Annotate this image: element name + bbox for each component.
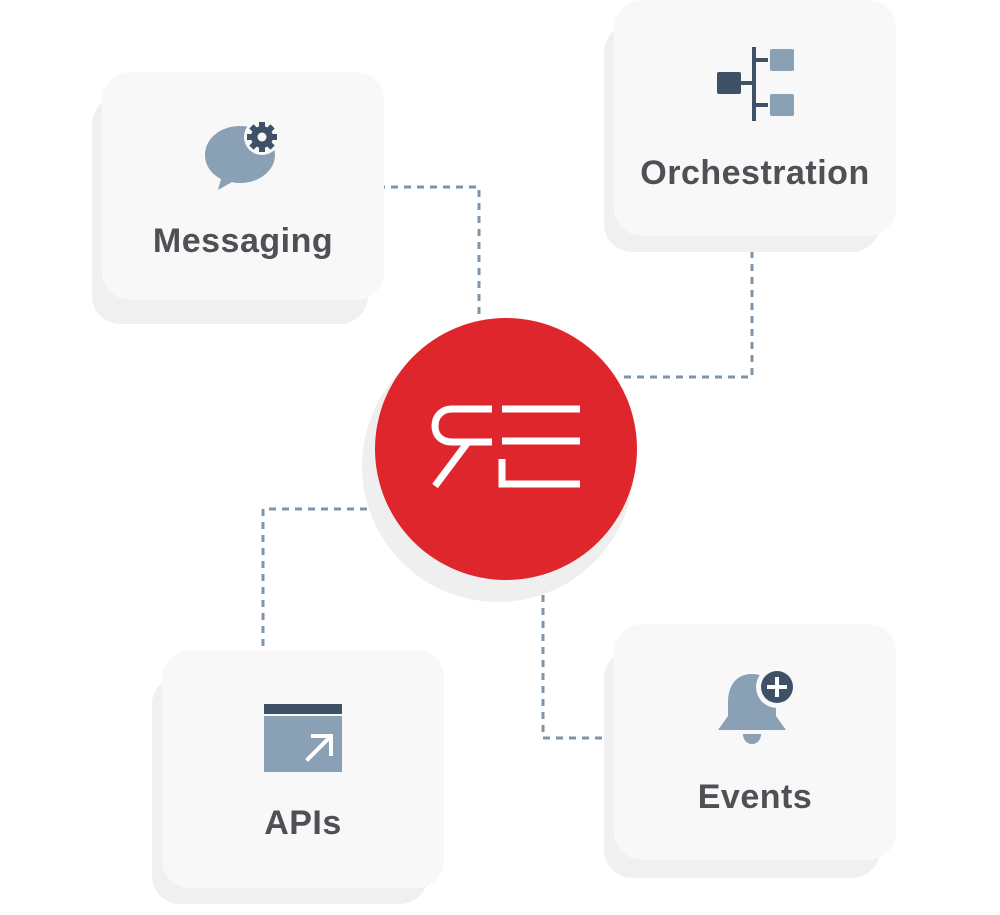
messaging-label: Messaging <box>152 222 334 260</box>
hierarchy-tree-icon <box>717 47 794 121</box>
messaging-card: Messaging <box>92 72 384 324</box>
hub <box>360 318 638 602</box>
apis-label: APIs <box>264 804 342 842</box>
connector-apis <box>261 507 380 650</box>
connector-events <box>541 582 612 740</box>
window-arrow-icon <box>264 704 342 772</box>
re-logo-icon <box>431 405 580 489</box>
apis-card: APIs <box>152 650 444 905</box>
chat-gear-icon <box>205 120 280 190</box>
bell-plus-icon <box>718 666 798 744</box>
connector-messaging <box>378 185 481 320</box>
orchestration-label: Orchestration <box>640 154 870 192</box>
orchestration-card: Orchestration <box>604 0 896 252</box>
events-label: Events <box>697 778 813 816</box>
connector-orchestration <box>618 238 754 379</box>
hub-circle <box>375 318 637 580</box>
events-card: Events <box>604 624 896 879</box>
